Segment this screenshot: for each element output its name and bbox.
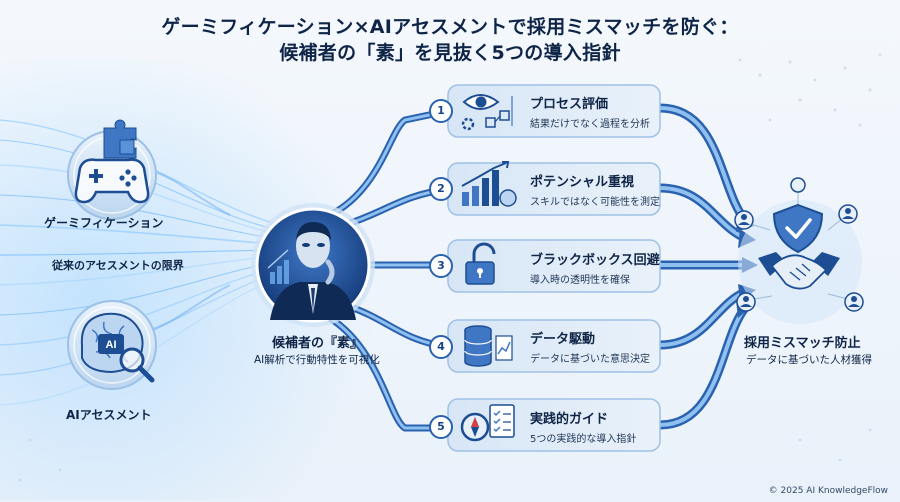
page-title-line-1: ゲーミフィケーション×AIアセスメントで採用ミスマッチを防ぐ： bbox=[161, 16, 739, 38]
step-number-4: 4 bbox=[429, 335, 453, 359]
card-3-title: ブラックボックス回避 bbox=[530, 253, 660, 268]
step-number-2: 2 bbox=[429, 177, 453, 201]
card-5-title: 実践的ガイド bbox=[530, 412, 609, 427]
ai-assessment-label: AIアセスメント bbox=[66, 408, 152, 422]
unlock-icon bbox=[465, 242, 496, 285]
card-5-subtitle: 5つの実践的な導入指針 bbox=[530, 434, 637, 445]
person-avatar-icons bbox=[734, 177, 864, 312]
center-to-card-connectors bbox=[326, 107, 452, 432]
result-subtitle: データに基づいた人材獲得 bbox=[746, 354, 872, 366]
result-title: 採用ミスマッチ防止 bbox=[744, 336, 861, 351]
card-3-subtitle: 導入時の透明性を確保 bbox=[530, 275, 630, 286]
shield-check-icon bbox=[772, 203, 824, 254]
eye-process-icon bbox=[461, 94, 513, 131]
card-1-subtitle: 結果だけでなく過程を分析 bbox=[530, 119, 650, 130]
handshake-icon bbox=[758, 252, 840, 290]
copyright-text: © 2025 AI KnowledgeFlow bbox=[768, 486, 888, 496]
card-4-subtitle: データに基づいた意思決定 bbox=[530, 354, 650, 365]
page-title-line-2: 候補者の「素」を見抜く5つの導入指針 bbox=[279, 42, 621, 64]
candidate-subtitle: AI解析で行動特性を可視化 bbox=[254, 354, 380, 366]
network-lines bbox=[743, 190, 853, 301]
step-number-5: 5 bbox=[429, 415, 453, 439]
magnifier-icon bbox=[119, 347, 155, 383]
growth-chart-brain-icon bbox=[461, 161, 517, 207]
candidate-title: 候補者の『素』 bbox=[272, 336, 364, 351]
assessment-limit-label: 従来のアセスメントの限界 bbox=[52, 259, 184, 272]
candidate-figure-icon bbox=[270, 222, 356, 320]
card-2-subtitle: スキルではなく可能性を測定 bbox=[530, 197, 660, 208]
gamification-label: ゲーミフィケーション bbox=[44, 216, 164, 230]
center-growth-chart-icon bbox=[267, 249, 289, 284]
step-number-3: 3 bbox=[429, 254, 453, 278]
card-1-title: プロセス評価 bbox=[530, 97, 609, 112]
ai-chip-label: AI bbox=[106, 339, 117, 351]
card-2-title: ポテンシャル重視 bbox=[530, 175, 635, 190]
game-controller-icon bbox=[74, 158, 150, 204]
background-dots bbox=[18, 53, 882, 482]
card-to-result-connectors bbox=[655, 103, 758, 430]
puzzle-piece-icon bbox=[103, 119, 137, 159]
card-4-title: データ駆動 bbox=[530, 332, 596, 347]
step-number-1: 1 bbox=[429, 99, 453, 123]
compass-checklist-icon bbox=[460, 404, 515, 442]
database-icon bbox=[464, 325, 513, 367]
